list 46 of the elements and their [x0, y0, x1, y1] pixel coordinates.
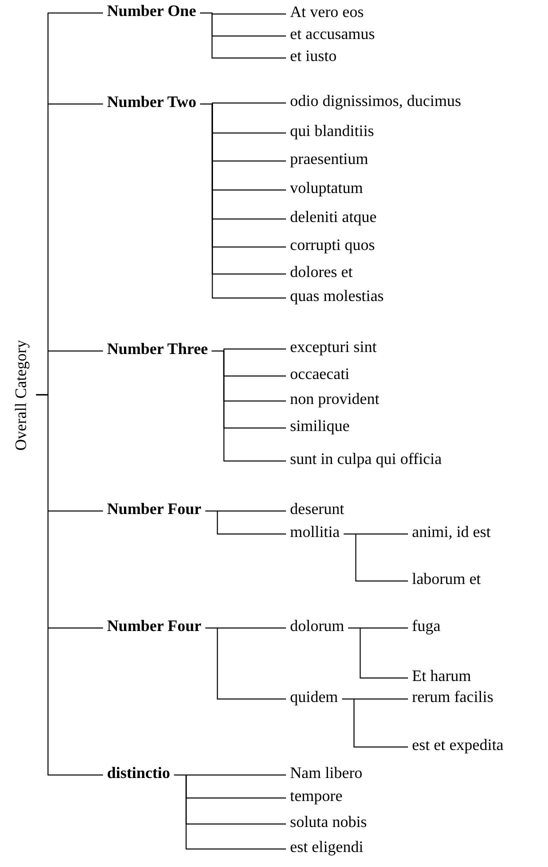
item-label: mollitia: [290, 523, 340, 543]
item-label: Nam libero: [290, 764, 362, 784]
item-label: est et expedita: [412, 736, 504, 756]
item-label: qui blanditiis: [290, 122, 374, 142]
connector-line: [36, 394, 104, 776]
item-label: dolorum: [290, 617, 344, 637]
category-label: Number Four: [107, 500, 202, 520]
item-label: est eligendi: [290, 838, 364, 858]
category-label: Number Four: [107, 617, 202, 637]
item-label: odio dignissimos, ducimus: [290, 92, 462, 112]
item-label: deleniti atque: [290, 208, 377, 228]
item-label: tempore: [290, 787, 342, 807]
item-label: animi, id est: [412, 523, 491, 543]
item-label: corrupti quos: [290, 236, 375, 256]
category-label: Number One: [107, 2, 196, 22]
item-label: non provident: [290, 390, 380, 410]
item-label: voluptatum: [290, 179, 363, 199]
item-label: At vero eos: [290, 3, 364, 23]
root-label: Overall Category: [12, 340, 32, 450]
item-label: soluta nobis: [290, 813, 367, 833]
connector-line: [348, 628, 408, 678]
item-label: quidem: [290, 688, 338, 708]
item-label: dolores et: [290, 263, 353, 283]
item-label: deserunt: [290, 500, 344, 520]
item-label: rerum facilis: [412, 688, 494, 708]
item-label: quas molestias: [290, 287, 384, 307]
item-label: excepturi sint: [290, 338, 377, 358]
connector-line: [343, 534, 408, 582]
connector-line: [200, 12, 286, 58]
item-label: occaecati: [290, 365, 350, 385]
connector-line: [342, 698, 408, 748]
connector-line: [211, 350, 286, 462]
connector-line: [174, 774, 286, 850]
connector-line: [204, 510, 286, 534]
item-label: laborum et: [412, 570, 481, 590]
item-label: Et harum: [412, 667, 472, 687]
item-label: fuga: [412, 617, 440, 637]
item-label: et accusamus: [290, 25, 375, 45]
category-label: Number Two: [107, 93, 196, 113]
item-label: et iusto: [290, 47, 337, 67]
item-label: praesentium: [290, 150, 368, 170]
category-label: distinctio: [107, 764, 170, 784]
connector-line: [204, 628, 286, 700]
item-label: similique: [290, 417, 350, 437]
item-label: sunt in culpa qui officia: [290, 450, 442, 470]
category-label: Number Three: [107, 340, 208, 360]
